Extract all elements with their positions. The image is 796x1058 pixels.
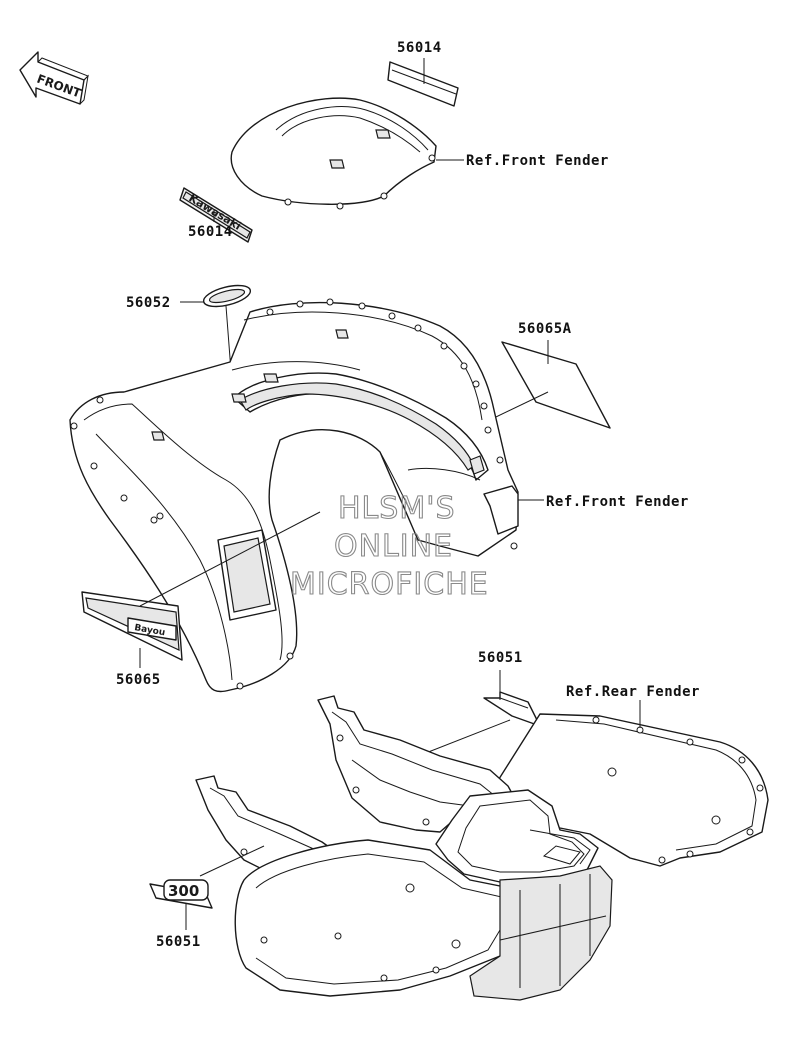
watermark: HLSM'S ONLINE MICROFICHE (289, 490, 489, 602)
watermark-line-2: ONLINE (334, 529, 453, 564)
leader-56051-bottom-to-fender (199, 845, 265, 877)
decal-56051-top (483, 691, 541, 727)
leader-56065 (139, 511, 321, 607)
number-decal-text: 300 (168, 882, 199, 900)
label-56051-top: 56051 (478, 650, 523, 666)
decal-56014-top (387, 61, 459, 107)
label-56014-top: 56014 (397, 40, 442, 56)
label-ref-front-fender-1: Ref.Front Fender (466, 153, 609, 169)
front-fender-small (230, 97, 437, 210)
decal-56065A (501, 341, 611, 429)
label-ref-front-fender-2: Ref.Front Fender (546, 494, 689, 510)
front-arrow-icon: FRONT (19, 51, 89, 105)
label-56065A: 56065A (518, 321, 572, 337)
decal-56051-bottom: 300 (149, 879, 213, 909)
label-56065: 56065 (116, 672, 161, 688)
label-ref-rear-fender: Ref.Rear Fender (566, 684, 700, 700)
decal-56052 (202, 284, 252, 308)
label-56052: 56052 (126, 295, 171, 311)
label-56014-mid: 56014 (188, 224, 233, 240)
watermark-line-1: HLSM'S (338, 491, 456, 526)
label-56051-bottom: 56051 (156, 934, 201, 950)
rear-fender (195, 695, 769, 1001)
decal-56065: Bayou (81, 591, 183, 661)
watermark-line-3: MICROFICHE (290, 567, 489, 602)
